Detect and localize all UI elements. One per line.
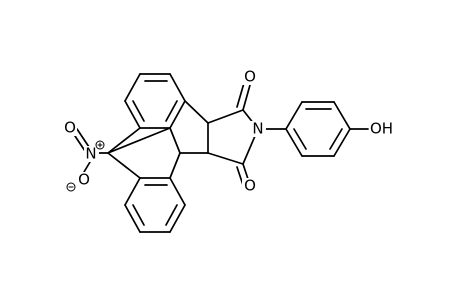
atom-labels: O O N OH N O O — [62, 68, 395, 195]
imide-n-label: N — [252, 120, 263, 138]
carbonyl-o-bottom-label: O — [244, 177, 256, 195]
hydroxyl-label: OH — [370, 120, 393, 138]
bond-lines — [72, 73, 369, 233]
charge-markers — [66, 140, 105, 192]
nitro-o-bottom-label: O — [78, 171, 90, 189]
carbonyl-o-top-label: O — [244, 68, 256, 86]
nitro-o-top-label: O — [64, 119, 76, 137]
negative-charge-icon — [66, 182, 76, 192]
positive-charge-icon — [95, 140, 105, 150]
nitro-n-label: N — [85, 145, 96, 163]
